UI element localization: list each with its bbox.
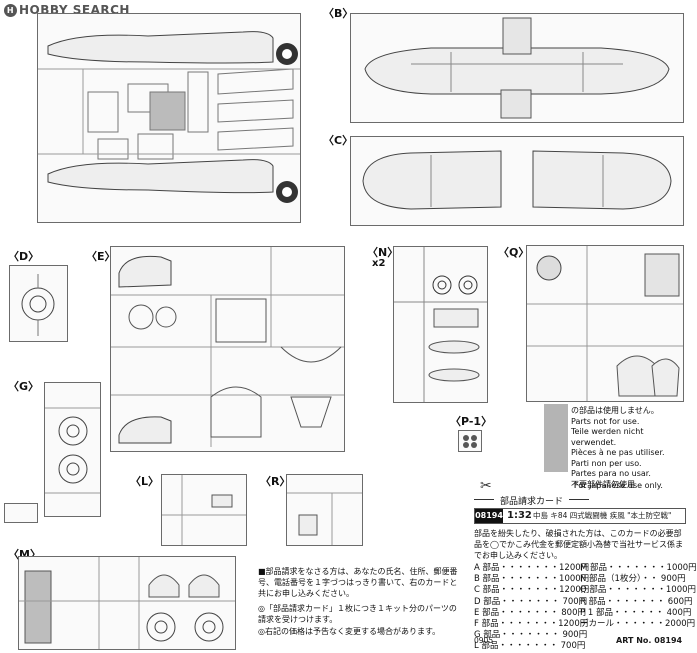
price-a: A 部品・・・・・・・1200円 [474, 563, 590, 573]
sprue-c-drawing [362, 150, 672, 210]
sprue-e [110, 246, 345, 452]
label-d: 〈D〉 [8, 250, 40, 263]
price-e: E 部品・・・・・・・ 800円 [474, 607, 586, 618]
price-d: D 部品・・・・・・・ 700円 [474, 596, 588, 607]
price-l: L 部品・・・・・・・ 700円 [474, 641, 586, 652]
price-g: G 部品・・・・・・・ 900円 [474, 630, 588, 641]
price-list-left: A 部品・・・・・・・1200円 B 部品・・・・・・・1000円 C 部品・・… [474, 563, 589, 653]
label-q: 〈Q〉 [498, 246, 530, 259]
sprue-b [350, 13, 684, 123]
sprue-r [286, 474, 363, 546]
card-intro: 部品を紛失したり、破損された方は、このカードの必要部品を◯でかこみ代金を郵便定額… [474, 529, 683, 561]
label-r: 〈R〉 [260, 475, 291, 488]
sprue-n [393, 246, 488, 403]
notice-it: Parti non per uso. [571, 458, 642, 468]
label-b: 〈B〉 [323, 7, 354, 20]
price-f: F 部品・・・・・・・1200円 [474, 619, 589, 630]
price-b: B 部品・・・・・・・1000円 [474, 574, 590, 585]
kit-code-bar: 08194 1:32 中島 キ84 四式戦闘機 疾風 "本土防空戦" [474, 508, 686, 524]
kit-scale: 1:32 [507, 510, 532, 521]
price-q: Q 部品・・・・・・・1000円 [580, 585, 697, 596]
price-m: M 部品・・・・・・・1000円 [580, 563, 697, 573]
instruction-1: ■部品請求をなさる方は、あなたの氏名、住所、郵便番号、電話番号を１字づつはっきり… [258, 567, 458, 599]
price-n: N 部品（1枚分）・・ 900円 [580, 574, 686, 585]
hobby-search-badge-icon: H [4, 4, 17, 17]
label-g: 〈G〉 [8, 380, 40, 393]
sprue-l [161, 474, 247, 546]
notice-en: Parts not for use. [571, 416, 640, 426]
sprue-m [18, 556, 236, 650]
price-decal: デカール・・・・・・2000円 [580, 619, 696, 630]
parts-request-card-title: 部品請求カード [473, 494, 590, 507]
label-e: 〈E〉 [86, 250, 116, 263]
sprue-m-drawing [19, 557, 235, 649]
label-n: 〈N〉 [367, 246, 399, 259]
sprue-e-drawing [111, 247, 344, 447]
price-p1: P 1 部品・・・・・・ 400円 [580, 607, 692, 618]
sprue-g-drawing [45, 407, 100, 494]
sprue-l-drawing [162, 475, 246, 545]
sprue-d [9, 265, 68, 342]
sprue-a-drawing [38, 31, 300, 203]
instruction-2: ◎「部品請求カード」１枚につき１キット分のパーツの請求を受けつけます。 [258, 604, 457, 625]
kit-name: 中島 キ84 四式戦闘機 疾風 "本土防空戦" [533, 511, 672, 520]
sprue-p1-drawing [463, 435, 477, 448]
notice-es: Partes para no usar. [571, 469, 651, 478]
unused-parts-notice: の部品は使用しません。 Parts not for use. Teile wer… [571, 406, 690, 490]
scissors-icon: ✂ [480, 478, 492, 494]
sprue-n-drawing [394, 247, 487, 402]
art-number: ART No. 08194 [616, 636, 683, 645]
notice-jp: の部品は使用しません。 [571, 406, 659, 415]
for-japanese-note: For Japanese use only. [574, 481, 663, 490]
sprue-a [37, 13, 301, 223]
instruction-3: ◎右記の価格は予告なく変更する場合があります。 [258, 627, 441, 636]
sprue-p1 [458, 430, 482, 452]
label-c: 〈C〉 [323, 134, 354, 147]
sprue-b-drawing [364, 17, 670, 119]
kit-code: 08194 [475, 509, 503, 523]
price-r: R 部品・・・・・・・ 600円 [580, 596, 693, 607]
notice-fr: Pièces à ne pas utiliser. [571, 448, 665, 457]
sprue-q-drawing [527, 246, 683, 401]
sprue-g-extra [4, 503, 38, 523]
price-c: C 部品・・・・・・・1200円 [474, 585, 590, 596]
sprue-g [44, 382, 101, 517]
sprue-q [526, 245, 684, 402]
unused-parts-swatch [544, 404, 568, 472]
price-list-right: M 部品・・・・・・・1000円 N 部品（1枚分）・・ 900円 Q 部品・・… [580, 563, 697, 630]
sprue-r-drawing [287, 492, 362, 545]
label-n-qty: x2 [372, 258, 386, 269]
sprue-d-drawing [21, 274, 55, 336]
label-p1: 〈P-1〉 [450, 415, 493, 428]
notice-cn: 不要部件請勿使用 [571, 479, 635, 489]
label-l: 〈L〉 [130, 475, 160, 488]
footer-code: 0905 [474, 636, 494, 645]
sprue-c [350, 136, 684, 226]
notice-de: Teile werden nicht verwendet. [571, 427, 644, 447]
